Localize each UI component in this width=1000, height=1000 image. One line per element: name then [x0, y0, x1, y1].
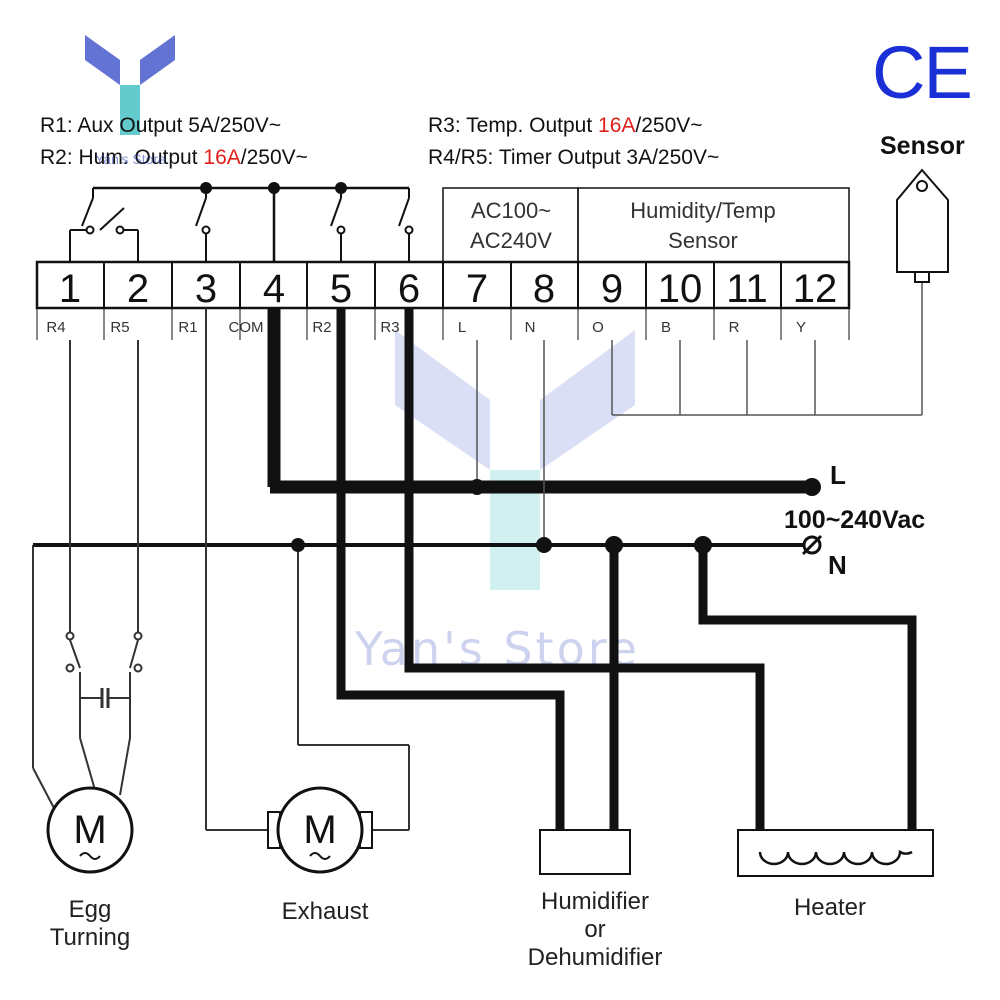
heater-label: Heater: [793, 894, 867, 921]
terminal-labels: R4 R5 R1 COM R2 R3 L N O B R Y: [46, 319, 806, 336]
terminal-number: 9: [601, 267, 623, 311]
terminal-label: COM: [229, 319, 264, 336]
egg-turning-motor-icon: M: [46, 786, 134, 874]
terminal-label: R1: [178, 319, 197, 336]
terminal-number: 3: [195, 267, 217, 311]
terminal-label: R3: [380, 319, 399, 336]
r2-spec-suffix: /250V~: [240, 146, 308, 169]
terminal-number: 1: [59, 267, 81, 311]
egg-turning-label-line1: Egg: [68, 896, 112, 923]
egg-turning-label-line2: Turning: [49, 924, 131, 951]
watermark-small-text: Yan's Store: [95, 151, 166, 167]
sensor-label: Sensor: [880, 132, 965, 160]
terminal-number: 7: [466, 267, 488, 311]
terminal-number: 4: [263, 267, 285, 311]
terminal-number: 6: [398, 267, 420, 311]
r3-spec-prefix: R3: Temp. Output: [428, 114, 599, 137]
r1-spec-text: R1: Aux Output 5A/250V~: [40, 114, 282, 137]
heater-icon: [737, 829, 934, 877]
terminal-label: O: [592, 319, 604, 336]
ce-mark: CE: [872, 31, 973, 114]
humidifier-label-line3: Dehumidifier: [527, 944, 663, 971]
terminal-label: R2: [312, 319, 331, 336]
egg-turning-wiring: [32, 340, 139, 811]
terminal-strip: [35, 187, 851, 340]
motor-symbol: M: [73, 808, 106, 852]
r3-spec-suffix: /250V~: [635, 114, 703, 137]
terminal-numbers: 1 2 3 4 5 6 7 8 9 10 11 12: [59, 267, 837, 311]
r2-spec-current: 16A: [203, 146, 241, 169]
r45-spec-text: R4/R5: Timer Output 3A/250V~: [428, 146, 720, 169]
terminal-number: 5: [330, 267, 352, 311]
egg-turning-label: Egg Turning: [40, 896, 140, 952]
sensor-group-label-2: Sensor: [668, 228, 738, 253]
sensor-probe-icon: [896, 168, 949, 283]
terminal-label: L: [458, 319, 466, 336]
r3-spec-current: 16A: [598, 114, 636, 137]
terminal-label: N: [525, 319, 536, 336]
humidifier-box-icon: [539, 829, 631, 875]
power-group-label-2: AC240V: [470, 228, 552, 253]
terminal-label: R: [729, 319, 740, 336]
exhaust-wiring: [205, 308, 410, 831]
terminal-number: 2: [127, 267, 149, 311]
terminal-number: 10: [658, 267, 703, 311]
relay-contacts: [69, 182, 414, 262]
terminal-label: R5: [110, 319, 129, 336]
exhaust-motor-icon: M: [267, 786, 373, 874]
humidifier-label-line1: Humidifier: [540, 888, 650, 915]
exhaust-label: Exhaust: [281, 898, 369, 925]
terminal-number: 12: [793, 267, 838, 311]
terminal-label: B: [661, 319, 671, 336]
motor-symbol: M: [303, 808, 336, 852]
line-label: L: [830, 460, 846, 490]
humidifier-wiring: [336, 308, 917, 830]
voltage-label: 100~240Vac: [784, 506, 926, 534]
r2-spec-prefix: R2: Hum. Output: [40, 146, 204, 169]
r1-output-spec: R1: Aux Output 5A/250V~: [40, 114, 281, 138]
r3-output-spec: R3: Temp. Output 16A/250V~: [428, 114, 703, 138]
humidifier-label: Humidifier or Dehumidifier: [505, 888, 685, 972]
watermark-logo-icon: [85, 35, 175, 135]
supply-lines: [33, 480, 812, 547]
sensor-wiring: [611, 282, 923, 416]
r45-output-spec: R4/R5: Timer Output 3A/250V~: [428, 146, 719, 170]
humidifier-label-line2: or: [584, 916, 606, 943]
terminal-number: 11: [726, 267, 768, 311]
terminal-label: R4: [46, 319, 65, 336]
power-group-label-1: AC100~: [471, 198, 551, 223]
r2-output-spec: R2: Hum. Output 16A/250V~: [40, 146, 308, 170]
sensor-group-label-1: Humidity/Temp: [630, 198, 775, 223]
supply-taps: [476, 340, 545, 545]
neutral-label: N: [828, 550, 847, 580]
terminal-number: 8: [533, 267, 555, 311]
terminal-label: Y: [796, 319, 806, 336]
